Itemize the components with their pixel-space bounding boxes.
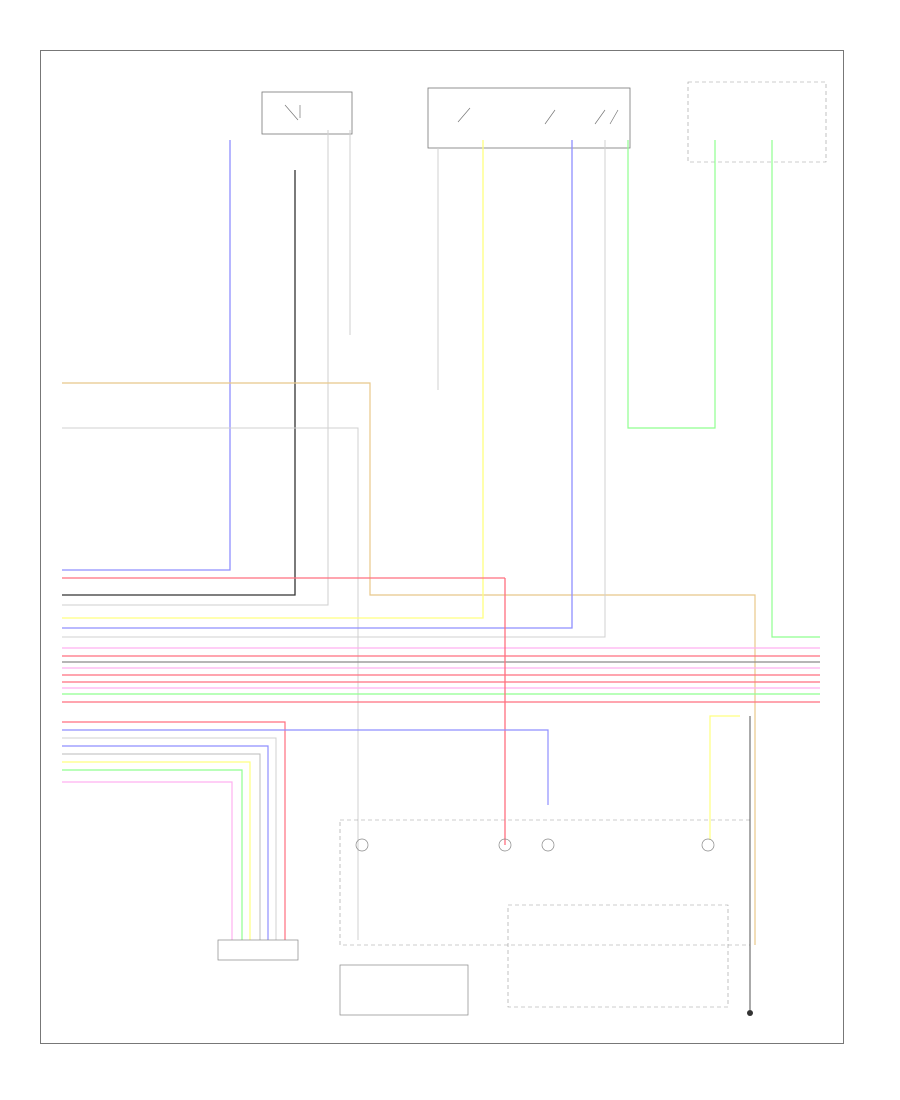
wire-green-fan xyxy=(62,769,243,940)
wire-black xyxy=(62,170,296,596)
wire-gray-trans xyxy=(62,140,606,638)
wire-red-fan xyxy=(62,721,286,940)
wire-blue-left xyxy=(62,140,231,571)
cruise-main-box xyxy=(339,819,751,946)
wire-yellow-right xyxy=(709,715,740,840)
wire-white-fan xyxy=(62,737,277,940)
wire-blue-fan xyxy=(62,729,549,805)
transmission-switch-contacts xyxy=(457,107,619,125)
lamp-box xyxy=(339,964,469,1016)
cruise-control-switch-box xyxy=(507,904,729,1008)
wire-gray-clutch xyxy=(62,130,329,606)
wire-tan xyxy=(62,382,756,945)
transmission-control-switch-box xyxy=(427,87,631,149)
junction-block-box xyxy=(687,81,827,163)
wire-lightgray xyxy=(62,427,359,940)
wire-blue-fan-2 xyxy=(62,745,269,940)
diagram-frame xyxy=(40,50,844,1044)
wire-pink-fan xyxy=(62,781,233,940)
connector-circle-3 xyxy=(541,838,555,852)
connector-circle-2 xyxy=(498,838,512,852)
clutch-switch-box xyxy=(261,91,353,135)
connector-circle-4 xyxy=(701,838,715,852)
wire-yellow-fan xyxy=(62,761,251,940)
wire-blue-trans xyxy=(62,140,573,629)
wire-yellow xyxy=(62,140,484,619)
wire-green-right xyxy=(627,140,716,429)
wire-gray-fan xyxy=(62,753,261,940)
connector-circle-1 xyxy=(355,838,369,852)
ground-point xyxy=(747,1010,753,1016)
steering-angle-sensor-connector xyxy=(217,939,299,961)
wire-lightgreen xyxy=(771,140,820,638)
clutch-switch-symbol xyxy=(284,104,301,121)
